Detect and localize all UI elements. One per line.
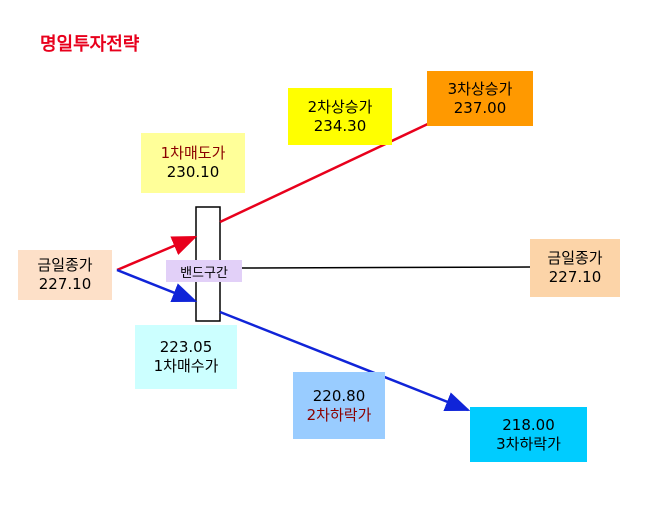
second-down-box: 220.80 2차하락가	[293, 372, 385, 439]
third-down-box: 218.00 3차하락가	[470, 407, 587, 462]
first-buy-box: 223.05 1차매수가	[135, 325, 237, 389]
second-up-label: 2차상승가	[307, 97, 373, 116]
up-arrow-to-first-sell	[116, 235, 198, 272]
first-buy-value: 223.05	[159, 338, 213, 356]
second-down-value: 220.80	[312, 386, 366, 405]
down-arrow-to-third-down	[219, 310, 471, 412]
third-down-label: 3차하락가	[496, 434, 561, 453]
up-line-to-third-up	[219, 120, 433, 224]
page-title: 명일투자전략	[40, 34, 140, 55]
today-close-left-value: 227.10	[38, 275, 92, 293]
today-close-right-box: 금일종가 227.10	[530, 239, 620, 297]
first-sell-value: 230.10	[166, 163, 220, 181]
third-up-value: 237.00	[453, 98, 507, 117]
first-sell-box: 1차매도가 230.10	[141, 133, 245, 193]
down-arrow-to-first-buy	[116, 268, 198, 303]
second-down-label: 2차하락가	[306, 405, 372, 424]
today-close-right-label: 금일종가	[547, 249, 603, 267]
today-close-left-label: 금일종가	[37, 256, 93, 274]
third-down-value: 218.00	[502, 415, 555, 434]
third-up-label: 3차상승가	[447, 79, 513, 98]
band-horizontal-line	[241, 266, 531, 269]
today-close-left-box: 금일종가 227.10	[18, 250, 112, 300]
second-up-box: 2차상승가 234.30	[288, 88, 392, 145]
third-up-box: 3차상승가 237.00	[427, 71, 533, 126]
today-close-right-value: 227.10	[548, 268, 602, 286]
first-buy-label: 1차매수가	[153, 357, 219, 375]
second-up-value: 234.30	[313, 116, 367, 135]
band-range-label: 밴드구간	[166, 260, 242, 282]
first-sell-label: 1차매도가	[160, 144, 226, 162]
